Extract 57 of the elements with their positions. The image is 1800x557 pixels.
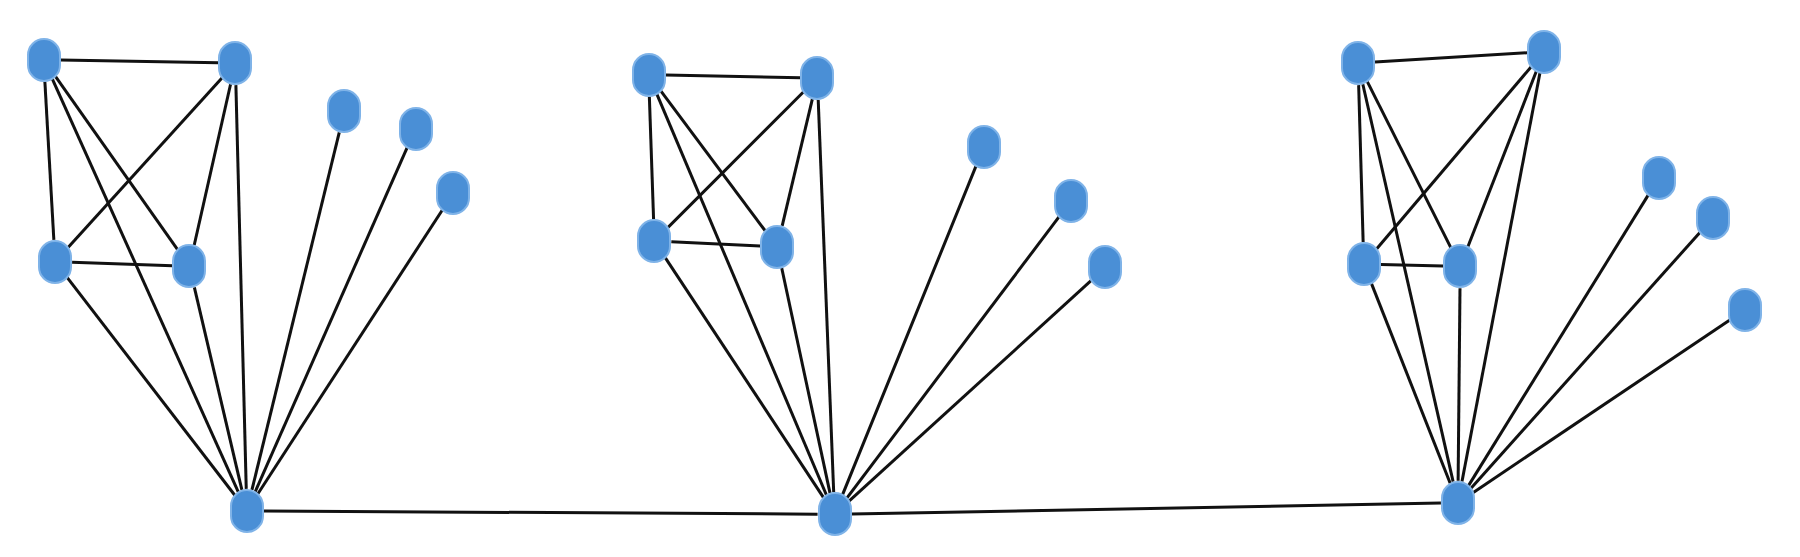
connector-line [72, 260, 173, 268]
connector-line [1467, 194, 1650, 487]
connector-line [664, 256, 825, 499]
connector-line [263, 509, 818, 516]
connector-line [666, 90, 805, 229]
connector-line [192, 83, 233, 246]
connector-line [851, 501, 1441, 516]
connector-line [53, 75, 180, 251]
graph-node [760, 224, 795, 269]
graph-node [1054, 178, 1089, 223]
connector-line [60, 58, 219, 65]
graph-node [1346, 242, 1381, 286]
connector-line [780, 98, 814, 227]
connector-line [845, 215, 1061, 500]
graph-node [38, 239, 73, 284]
connector-line [847, 279, 1093, 503]
graph-node [26, 37, 61, 82]
connector-line [65, 276, 236, 497]
connector-line [816, 99, 836, 493]
graph-node [1695, 196, 1730, 241]
graph-node [1641, 155, 1676, 200]
graph-node [817, 492, 852, 537]
graph-node [1440, 480, 1475, 525]
connector-line [1456, 288, 1462, 481]
graph-node [327, 89, 362, 134]
connector-line [659, 89, 767, 232]
connector-line [43, 81, 56, 240]
graph-node [172, 244, 207, 289]
connector-line [671, 240, 761, 248]
graph-node [398, 106, 433, 151]
graph-node [1341, 41, 1376, 86]
graph-node [637, 219, 672, 264]
connector-line [665, 73, 801, 80]
connector-line [250, 131, 341, 491]
graph-node [966, 124, 1001, 169]
graph-node [1088, 245, 1123, 290]
connector-line [256, 208, 444, 495]
connector-line [1357, 85, 1365, 243]
connector-line [192, 287, 244, 491]
connector-line [1361, 83, 1455, 483]
graph-node [1527, 29, 1561, 74]
connector-line [1460, 72, 1542, 482]
connector-line [1469, 231, 1701, 490]
graph-node [436, 170, 471, 215]
graph-node [1727, 287, 1762, 332]
connector-line [234, 85, 248, 489]
connector-line [1375, 65, 1533, 251]
connector-line [66, 76, 224, 249]
connector-line [1380, 262, 1444, 268]
graph-node [229, 488, 264, 533]
graph-node [218, 41, 253, 86]
graph-node [631, 52, 666, 97]
connector-line [1374, 51, 1528, 64]
graph-node [1443, 244, 1478, 289]
connector-line [647, 96, 656, 220]
connector-line [780, 267, 832, 494]
graph-node [800, 56, 835, 101]
